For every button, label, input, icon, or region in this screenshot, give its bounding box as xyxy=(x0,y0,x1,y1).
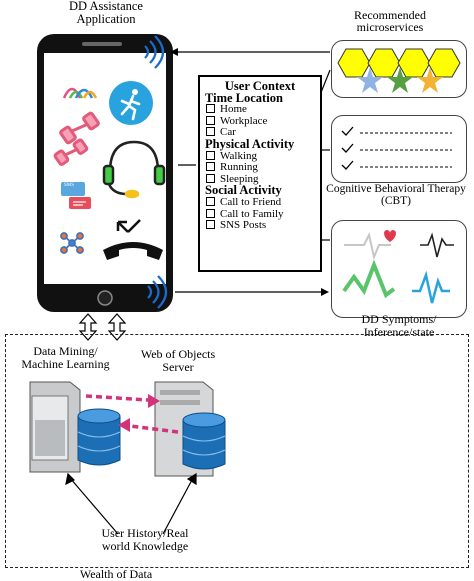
symptoms-label-line1: DD Symptoms/ xyxy=(361,312,437,326)
context-item-call-family[interactable]: Call to Family xyxy=(205,208,320,221)
app-title-line1: DD Assistance xyxy=(69,0,143,13)
phone-home-button[interactable] xyxy=(97,290,113,306)
context-item-sns-posts[interactable]: SNS Posts xyxy=(205,219,320,232)
section-heading-social-activity: Social Activity xyxy=(205,183,282,198)
wow-server-label-line2: Server xyxy=(162,359,194,374)
rainbow-icon xyxy=(62,87,98,99)
cbt-label-line2: (CBT) xyxy=(380,195,412,207)
phone-call-icon xyxy=(103,219,163,260)
user-history-label-line2: world Knowledge xyxy=(101,538,189,553)
wifi-signal-icon-bottom xyxy=(147,275,168,309)
data-exchange-arrows xyxy=(85,394,179,434)
app-title-line2: Application xyxy=(76,12,136,26)
context-item-running[interactable]: Running xyxy=(205,161,320,174)
microservices-label-line1: Recommended xyxy=(354,8,426,22)
section-heading-time-location: Time Location xyxy=(205,90,283,105)
symptoms-graphic xyxy=(342,230,454,304)
wealth-of-data-box xyxy=(5,334,469,568)
cbt-label-line1: Cognitive Behavioral Therapy xyxy=(326,183,466,195)
microservices-label-line2: microservices xyxy=(356,20,424,34)
wealth-of-data-label: Wealth of Data xyxy=(79,567,153,581)
context-item-walking[interactable]: Walking xyxy=(205,150,320,163)
section-heading-physical-activity: Physical Activity xyxy=(205,136,295,151)
phone-speaker xyxy=(82,42,122,46)
data-mining-label-line1: Data Mining/ xyxy=(33,344,98,358)
wow-server-label-line1: Web of Objects xyxy=(140,347,216,361)
dumbbell-icon xyxy=(53,111,100,166)
wifi-signal-icon-top xyxy=(144,35,165,69)
cbt-panel xyxy=(331,115,467,183)
user-history-label-line1: User History/Real xyxy=(101,526,189,540)
context-item-home[interactable]: Home xyxy=(205,103,320,116)
history-connectors xyxy=(65,472,197,535)
database-icon-left xyxy=(77,408,121,466)
context-item-sleeping[interactable]: Sleeping xyxy=(205,173,320,186)
context-item-workplace[interactable]: Workplace xyxy=(205,115,320,128)
phone-data-double-arrow xyxy=(78,313,127,341)
database-icon-right xyxy=(182,412,226,470)
microservices-panel xyxy=(331,40,467,98)
headset-icon xyxy=(102,140,166,199)
sms-text: SMS xyxy=(64,183,75,188)
microservices-graphic xyxy=(337,48,461,93)
network-icon xyxy=(60,232,84,254)
sms-icon xyxy=(61,182,91,209)
data-mining-label-line2: Machine Learning xyxy=(21,356,110,371)
context-item-car[interactable]: Car xyxy=(205,127,320,139)
context-item-call-friend[interactable]: Call to Friend xyxy=(205,196,320,209)
user-context-panel: User Context Time Location Home Workplac… xyxy=(198,75,322,272)
activity-icon xyxy=(109,81,153,125)
user-context-title: User Context xyxy=(224,79,296,93)
data-mining-server xyxy=(29,381,81,473)
cbt-checklist-graphic xyxy=(341,126,452,170)
symptoms-panel xyxy=(331,220,467,318)
